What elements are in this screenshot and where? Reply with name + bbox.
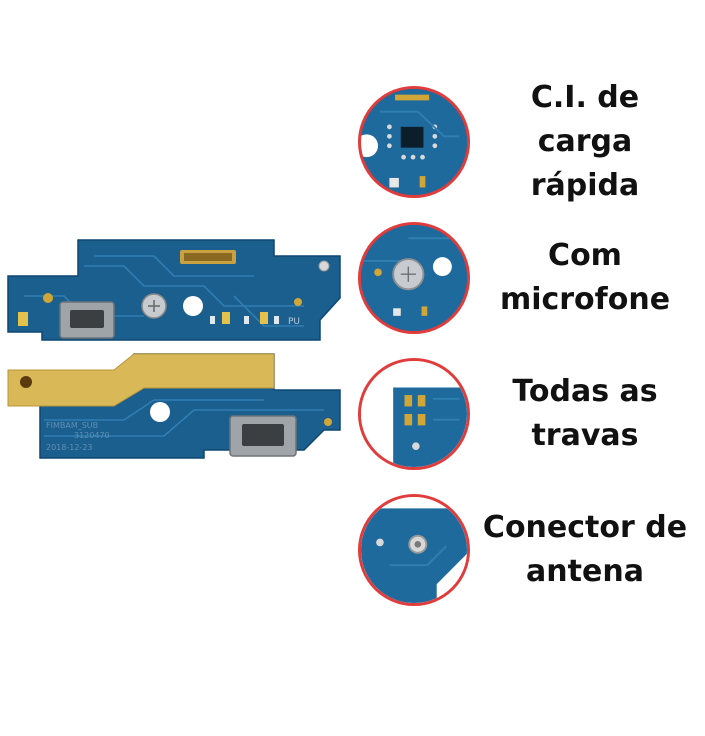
charging-board-top-view: PU: [7, 239, 341, 341]
feature-fast-charge-ic: C.I. de carga rápida: [358, 80, 698, 204]
latch-icon: [358, 358, 470, 470]
feature-microphone: Com microfone: [358, 222, 698, 340]
bottom-board-silkscreen: FIMBAM_SUB 3120470 2018-12-23: [46, 421, 110, 452]
microphone-icon: [358, 222, 470, 334]
antenna-connector-icon: [358, 494, 470, 606]
feature-antenna-connector: Conector de antena: [358, 494, 698, 612]
feature-label: C.I. de carga rápida: [530, 80, 640, 203]
svg-text:3120470: 3120470: [74, 431, 110, 440]
feature-label: Todas as travas: [512, 374, 658, 453]
feature-label: Conector de antena: [482, 510, 688, 589]
charging-ic-icon: [358, 86, 470, 198]
feature-label: Com microfone: [499, 238, 671, 317]
charging-board-bottom-view: FIMBAM_SUB 3120470 2018-12-23: [7, 353, 341, 459]
top-board-marker: PU: [288, 317, 300, 327]
svg-text:FIMBAM_SUB: FIMBAM_SUB: [46, 421, 98, 430]
feature-all-latches: Todas as travas: [358, 358, 698, 476]
svg-text:2018-12-23: 2018-12-23: [46, 443, 93, 452]
